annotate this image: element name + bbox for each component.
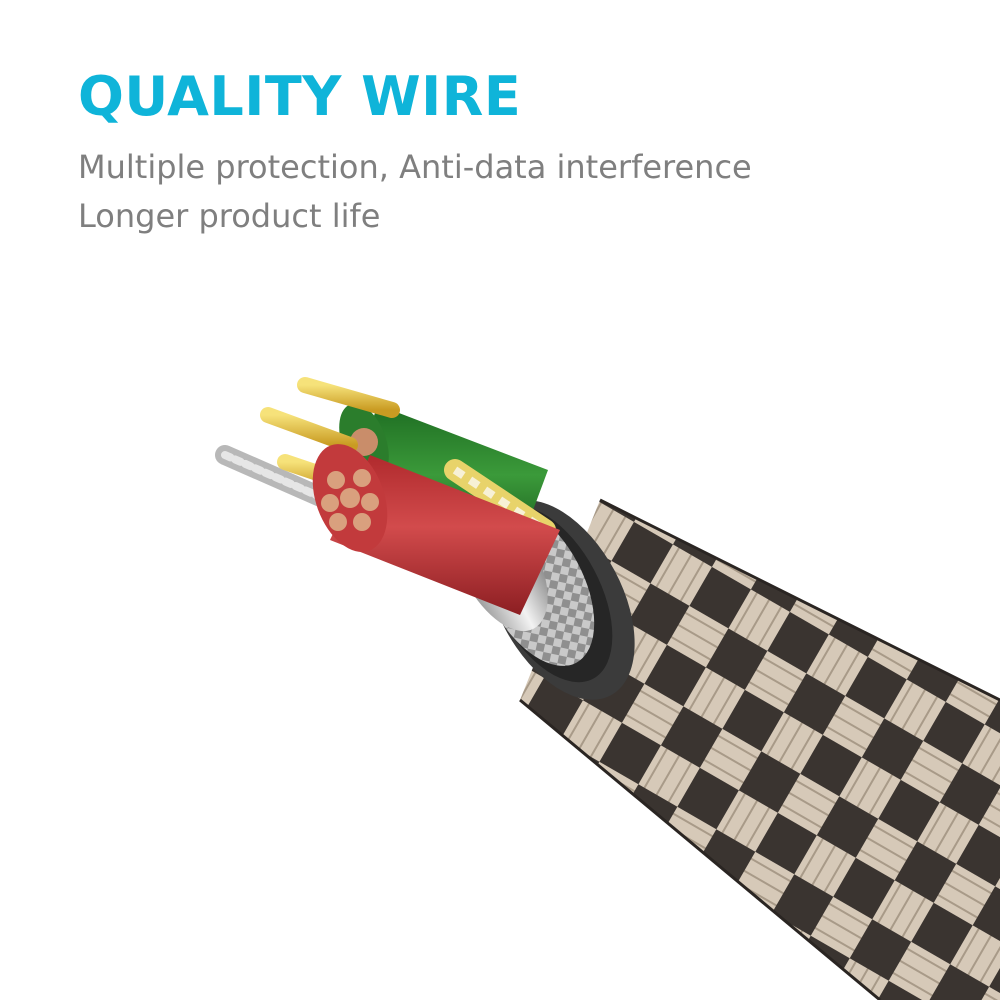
- headline: QUALITY WIRE: [78, 65, 522, 128]
- copper-strands: [321, 469, 379, 531]
- red-core: [312, 444, 560, 615]
- feature-line-lifespan: Longer product life: [78, 197, 381, 235]
- feature-line-protection: Multiple protection, Anti-data interfere…: [78, 148, 752, 186]
- braided-jacket: [519, 498, 1000, 1000]
